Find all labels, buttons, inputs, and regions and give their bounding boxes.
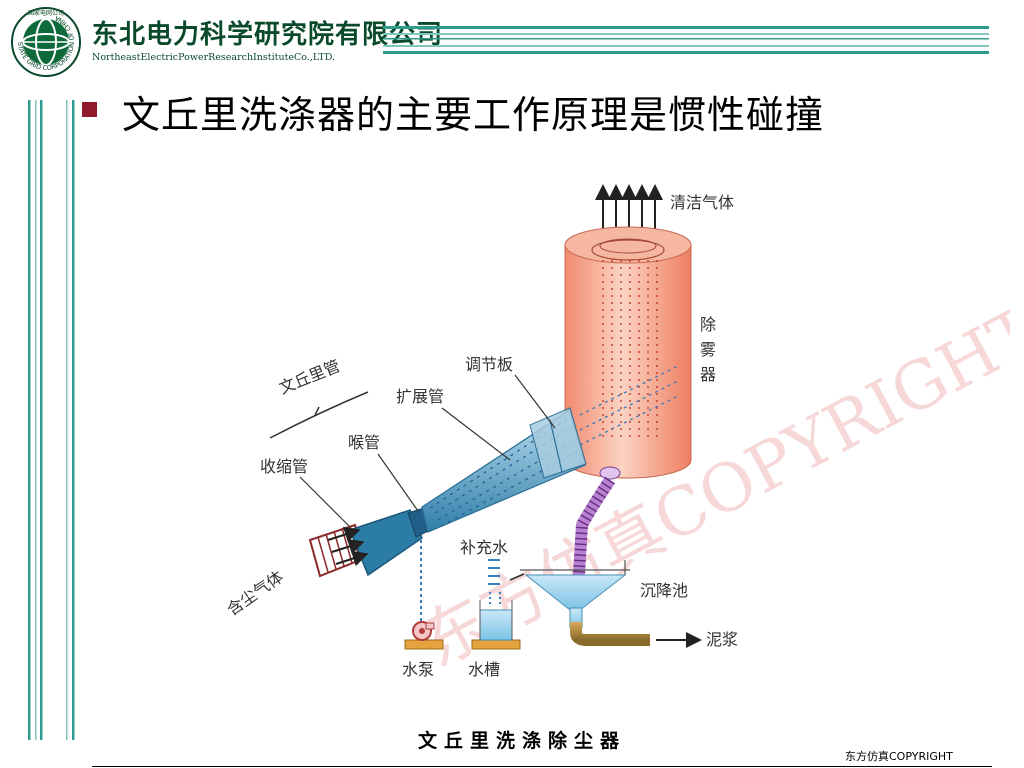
state-grid-logo: STATE GRID CORPORATION OF CHINA 国家电网公司 [11,7,81,77]
makeup-water-lines [488,559,501,605]
label-demister-2: 雾 [700,340,716,359]
leader-lines [299,374,556,528]
label-venturi-tube: 文丘里管 [276,356,342,398]
label-makeup-water: 补充水 [460,538,508,557]
company-name-en: NortheastElectricPowerResearchInstituteC… [92,52,336,63]
diagram-caption: 文丘里洗涤除尘器 [418,730,627,752]
sludge-pipe [570,622,650,646]
label-converging: 收缩管 [260,457,308,476]
label-demister-1: 除 [700,315,716,334]
label-pump: 水泵 [402,660,434,679]
water-tank [471,600,521,650]
drain-tube [572,466,621,591]
bottom-divider [92,766,992,767]
label-dusty-gas: 含尘气体 [223,567,286,619]
demister-cylinder [564,226,692,479]
label-settling-tank: 沉降池 [640,581,688,600]
label-sludge: 泥浆 [706,630,738,649]
water-pump [404,621,444,650]
label-regulating-plate: 调节板 [465,355,513,374]
header-decoration-lines [383,26,989,54]
clean-gas-arrows [595,184,663,230]
label-water-tank: 水槽 [468,660,500,679]
venturi-tube [308,407,587,578]
logo-top-text: 国家电网公司 [28,9,64,17]
label-demister-3: 器 [700,365,716,384]
label-clean-gas: 清洁气体 [670,193,734,212]
venturi-scrubber-diagram: 东方仿真COPYRIGHT 清洁气体 除 雾 器 [223,184,1010,682]
label-diffuser: 扩展管 [396,387,444,406]
copyright-text: 东方仿真COPYRIGHT [845,750,953,763]
title-bullet [82,102,97,117]
left-decoration-lines [28,100,75,740]
slide-title: 文丘里洗涤器的主要工作原理是惯性碰撞 [122,93,825,137]
label-throat: 喉管 [348,433,380,452]
